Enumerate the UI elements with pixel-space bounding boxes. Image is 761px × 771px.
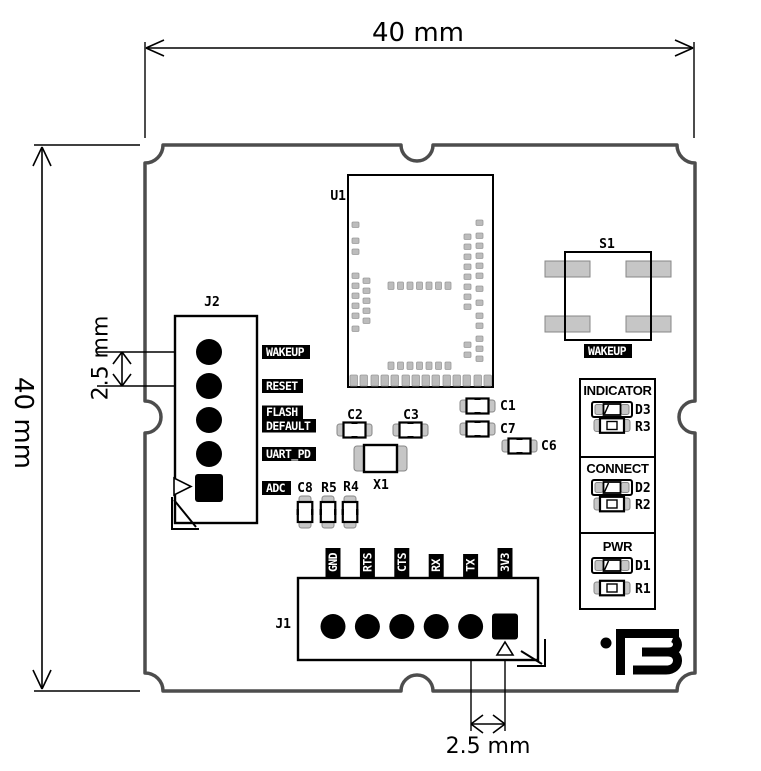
- j2-pin-4: [196, 441, 222, 467]
- r3-refdes: R3: [635, 420, 651, 435]
- j2-label-adc: ADC: [266, 481, 286, 495]
- j1-label-gnd: GND: [326, 552, 340, 572]
- dim-arrow-left: [145, 39, 165, 57]
- res-r4: [340, 494, 360, 530]
- module-u1: U1: [330, 174, 494, 388]
- pitch-left-label: 2.5 mm: [89, 316, 114, 401]
- j2-pin-2: [196, 373, 222, 399]
- cap-c1: [458, 396, 497, 416]
- res-r5: [318, 494, 338, 530]
- j1-pin-rx: [423, 614, 449, 639]
- j1-pin-rts: [354, 614, 380, 639]
- s1-label-wakeup: WAKEUP: [588, 344, 627, 358]
- dim-arrow-right: [674, 39, 694, 57]
- u1-refdes: U1: [330, 189, 346, 204]
- s1-refdes: S1: [599, 237, 615, 252]
- board-width-label: 40 mm: [372, 18, 464, 48]
- pwr-title: PWR: [603, 539, 633, 554]
- cap-c6: [500, 436, 539, 456]
- dim-arrow-bottom: [32, 669, 52, 690]
- indicator-title: INDICATOR: [583, 383, 652, 398]
- j1-label-cts: CTS: [395, 552, 409, 572]
- cap-c8: [295, 494, 315, 530]
- j1-label-tx: TX: [464, 559, 478, 572]
- j2-label-wakeup: WAKEUP: [266, 345, 305, 359]
- d1-refdes: D1: [635, 559, 651, 574]
- header-j1: J1 GND RTS CTS RX TX 3V3: [275, 548, 546, 667]
- passive-components: C2 C3 C1 C7 C6 X1 C8 R5 R4: [295, 396, 557, 530]
- dimension-board-width: 40 mm: [144, 18, 695, 138]
- c8-refdes: C8: [297, 481, 313, 496]
- crystal-x1: [352, 443, 409, 474]
- led-group-pwr: PWR D1 R1: [579, 532, 656, 610]
- board-height-label: 40 mm: [8, 377, 38, 469]
- c3-refdes: C3: [403, 408, 419, 423]
- c2-refdes: C2: [347, 408, 363, 423]
- s1-pad: [544, 315, 591, 333]
- header-j2: J2 WAKEUP RESET FLASH DEFAULT UART_PD AD…: [171, 295, 316, 530]
- j1-pin-gnd: [320, 614, 346, 639]
- j2-label-flash: FLASH: [266, 405, 298, 419]
- j1-pin-cts: [389, 614, 415, 639]
- j2-refdes: J2: [204, 295, 220, 310]
- u1-courtyard: [347, 174, 494, 388]
- board-outline: [143, 143, 697, 693]
- led-d3: [591, 401, 633, 418]
- r2-refdes: R2: [635, 498, 651, 513]
- led-group-indicator: INDICATOR D3 R3: [579, 378, 656, 458]
- d2-refdes: D2: [635, 481, 651, 496]
- j2-pin-5-square: [195, 474, 223, 502]
- x1-refdes: X1: [373, 478, 389, 493]
- j2-label-default: DEFAULT: [266, 419, 311, 433]
- connect-title: CONNECT: [586, 461, 649, 476]
- j1-label-rx: RX: [429, 559, 443, 572]
- button-s1: S1 WAKEUP: [544, 237, 672, 358]
- d3-refdes: D3: [635, 403, 651, 418]
- c1-refdes: C1: [500, 399, 516, 414]
- res-r3: [592, 417, 632, 434]
- j1-label-3v3: 3V3: [498, 552, 512, 572]
- r4-refdes: R4: [343, 480, 359, 495]
- j2-pin1-arrow-icon: [173, 476, 193, 497]
- led-d2: [591, 479, 633, 496]
- res-r1: [592, 579, 632, 597]
- cap-c2: [335, 420, 374, 440]
- s1-pad: [625, 315, 672, 333]
- j2-label-uart-pd: UART_PD: [266, 447, 311, 462]
- j1-pin-tx: [458, 614, 484, 639]
- j1-label-rts: RTS: [360, 552, 374, 572]
- j1-pin-3v3-square: [492, 613, 518, 640]
- logo-dot-icon: [600, 637, 612, 649]
- pitch-bottom-label: 2.5 mm: [446, 734, 531, 759]
- j2-label-reset: RESET: [266, 379, 298, 393]
- brand-logo: [600, 629, 682, 675]
- cap-c3: [391, 420, 430, 440]
- c7-refdes: C7: [500, 422, 516, 437]
- j1-refdes: J1: [275, 617, 291, 632]
- cap-c7: [458, 419, 497, 439]
- j2-pin-labels: WAKEUP RESET FLASH DEFAULT UART_PD ADC: [262, 345, 316, 495]
- dimension-board-height: 40 mm: [8, 144, 140, 692]
- s1-body: [564, 251, 652, 341]
- dimension-pitch-bottom: 2.5 mm: [446, 626, 531, 759]
- r1-refdes: R1: [635, 582, 651, 597]
- j2-pin-1: [196, 339, 222, 365]
- c6-refdes: C6: [541, 439, 557, 454]
- j2-pin-3: [196, 407, 222, 433]
- res-r2: [592, 495, 632, 513]
- r5-refdes: R5: [321, 481, 337, 496]
- j1-pin1-arrow-icon: [495, 640, 515, 656]
- j1-pin-labels: GND RTS CTS RX TX 3V3: [325, 548, 513, 577]
- s1-pad: [544, 260, 591, 278]
- j1-corner-mark: [517, 639, 546, 667]
- led-d1: [591, 557, 633, 574]
- dim-arrow-top: [32, 146, 52, 167]
- s1-pad: [625, 260, 672, 278]
- j2-corner-mark: [171, 497, 199, 530]
